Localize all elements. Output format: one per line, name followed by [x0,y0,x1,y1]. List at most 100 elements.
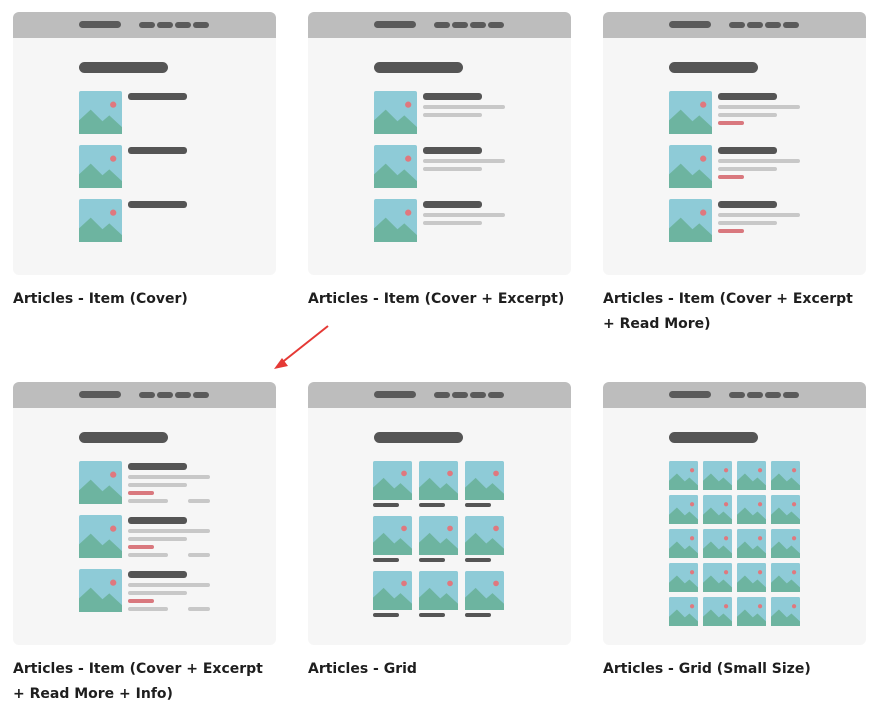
layout-preview[interactable] [13,12,276,275]
text-line [423,159,505,163]
image-placeholder-icon [703,597,732,626]
read-more-line [718,229,744,233]
heading-line [669,62,758,73]
nav-pill [470,22,486,28]
logo-pill [669,391,711,398]
image-placeholder-icon [373,571,412,610]
title-line [373,613,399,617]
layout-preview[interactable] [603,12,866,275]
nav-pill [175,392,191,398]
nav-pill [765,392,781,398]
layout-card-list-info[interactable]: Articles - Item (Cover + Excerpt + Read … [13,382,276,707]
layout-card-grid-small[interactable]: Articles - Grid (Small Size) [603,382,866,682]
text-line [718,159,800,163]
title-line [128,93,187,100]
layout-preview[interactable] [603,382,866,645]
title-line [423,147,482,154]
text-line [423,221,482,225]
image-placeholder-icon [374,199,417,242]
nav-pill [783,22,799,28]
heading-line [374,432,463,443]
text-line [423,167,482,171]
nav-pill [729,22,745,28]
layout-preview[interactable] [13,382,276,645]
heading-line [669,432,758,443]
title-line [373,503,399,507]
text-line [423,105,505,109]
title-line [718,147,777,154]
heading-line [79,62,168,73]
layout-preview[interactable] [308,12,571,275]
layout-card-list-readmore[interactable]: Articles - Item (Cover + Excerpt + Read … [603,12,866,337]
image-placeholder-icon [737,597,766,626]
layout-label[interactable]: Articles - Item (Cover + Excerpt) [308,291,565,307]
text-line [718,167,777,171]
title-line [128,201,187,208]
nav-pill [488,22,504,28]
layout-card-grid[interactable]: Articles - Grid [308,382,571,682]
title-line [465,503,491,507]
image-placeholder-icon [79,461,122,504]
image-placeholder-icon [737,563,766,592]
image-placeholder-icon [669,563,698,592]
image-placeholder-icon [79,515,122,558]
text-line [423,113,482,117]
layout-preview[interactable] [308,382,571,645]
title-line [465,613,491,617]
image-placeholder-icon [669,199,712,242]
title-line [128,517,187,524]
text-line [718,113,777,117]
image-placeholder-icon [771,563,800,592]
read-more-line [128,545,154,549]
title-line [718,201,777,208]
text-line [128,537,187,541]
nav-pill [434,22,450,28]
text-line [718,105,800,109]
nav-pill [452,22,468,28]
logo-pill [669,21,711,28]
read-more-line [718,121,744,125]
image-placeholder-icon [669,597,698,626]
nav-pill [765,22,781,28]
image-placeholder-icon [79,91,122,134]
text-line [188,553,210,557]
nav-pill [747,22,763,28]
layout-card-list-excerpt[interactable]: Articles - Item (Cover + Excerpt) [308,12,571,312]
nav-pill [157,22,173,28]
image-placeholder-icon [669,91,712,134]
read-more-line [718,175,744,179]
layout-label[interactable]: Articles - Item (Cover) [13,291,188,307]
image-placeholder-icon [465,461,504,500]
image-placeholder-icon [771,461,800,490]
heading-line [374,62,463,73]
layout-card-list-cover[interactable]: Articles - Item (Cover) [13,12,276,312]
image-placeholder-icon [373,461,412,500]
title-line [128,147,187,154]
image-placeholder-icon [419,516,458,555]
layout-label[interactable]: Articles - Grid (Small Size) [603,661,811,677]
nav-pill [488,392,504,398]
title-line [419,613,445,617]
layout-label[interactable]: Articles - Item (Cover + Excerpt + Read … [13,661,263,702]
nav-pill [783,392,799,398]
title-line [423,93,482,100]
image-placeholder-icon [737,461,766,490]
text-line [128,529,210,533]
title-line [373,558,399,562]
text-line [128,553,168,557]
image-placeholder-icon [669,145,712,188]
layout-label[interactable]: Articles - Item (Cover + Excerpt + Read … [603,291,853,332]
logo-pill [79,21,121,28]
image-placeholder-icon [374,91,417,134]
heading-line [79,432,168,443]
logo-pill [374,21,416,28]
nav-pill [470,392,486,398]
layout-label[interactable]: Articles - Grid [308,661,417,677]
nav-pill [157,392,173,398]
image-placeholder-icon [703,495,732,524]
image-placeholder-icon [373,516,412,555]
nav-pill [139,392,155,398]
image-placeholder-icon [79,199,122,242]
image-placeholder-icon [669,495,698,524]
text-line [718,213,800,217]
